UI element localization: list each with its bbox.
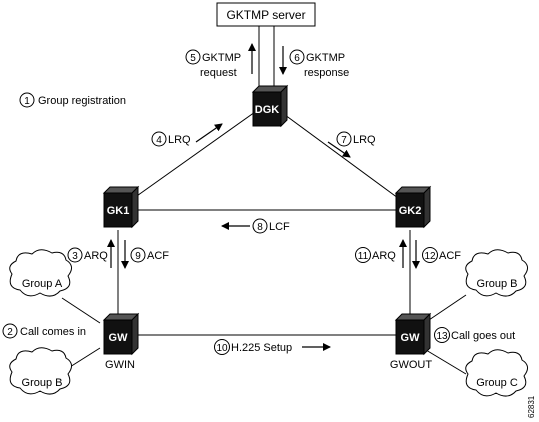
- link-dgk-gk2: [280, 111, 399, 199]
- step-label-line-1: GKTMP: [306, 52, 345, 64]
- step-number-circle: [19, 92, 35, 108]
- step-number: 2: [7, 327, 13, 338]
- step-number: 4: [156, 135, 162, 146]
- device-gwin: GW: [102, 312, 140, 356]
- step-number: 1: [24, 96, 30, 107]
- step-number: 8: [257, 222, 263, 233]
- message-arrows: [107, 43, 420, 351]
- device-gwout: GW: [394, 312, 432, 356]
- dgk-label: DGK: [255, 104, 280, 116]
- step-number-circle: [67, 247, 83, 263]
- step-4: 4 LRQ: [151, 131, 191, 147]
- step-number: 11: [358, 251, 369, 262]
- link-gwout-group-c: [425, 349, 467, 375]
- step-number: 12: [424, 251, 436, 262]
- connection-lines: [61, 26, 467, 375]
- step-label-line-2: response: [304, 67, 349, 79]
- step-number-circle: [252, 218, 268, 234]
- step-label: LRQ: [168, 134, 191, 146]
- link-gwin-group-a: [61, 297, 101, 324]
- cloud-label-group-b-left: Group B: [22, 377, 63, 389]
- step-number-circle: [2, 323, 18, 339]
- cloud-group-b-right: [465, 249, 528, 297]
- step-1: 1 Group registration: [19, 92, 126, 108]
- step-10: 10 H.225 Setup: [214, 339, 292, 355]
- figure-id: 62831: [527, 395, 536, 418]
- step-number-circle: [434, 327, 450, 343]
- step-3: 3 ARQ: [67, 247, 108, 263]
- step-label: LCF: [269, 221, 290, 233]
- cloud-label-group-b-right: Group B: [477, 278, 518, 290]
- link-dgk-gk1: [133, 111, 256, 199]
- step-number: 3: [72, 251, 78, 262]
- step-number: 10: [216, 343, 228, 354]
- step-number: 13: [436, 331, 448, 342]
- step-label: H.225 Setup: [231, 342, 292, 354]
- step-label: ACF: [147, 250, 169, 262]
- gktmp-server: GKTMP server: [216, 2, 316, 27]
- gk1-label: GK1: [107, 205, 130, 217]
- gwin-caption: GWIN: [105, 359, 135, 371]
- cloud-label-group-a: Group A: [22, 278, 63, 290]
- cloud-label-group-c: Group C: [476, 377, 518, 389]
- step-7: 7 LRQ: [336, 131, 376, 147]
- step-label: Call goes out: [451, 330, 515, 342]
- step-label: ARQ: [84, 250, 108, 262]
- link-gwout-group-b: [425, 294, 467, 323]
- arrow-lrq-gk1-to-dgk: [195, 123, 223, 143]
- cloud-group-a: [9, 249, 72, 297]
- step-number-circle: [422, 247, 438, 263]
- step-label: Group registration: [38, 95, 126, 107]
- step-number-circle: [336, 131, 352, 147]
- step-label: ARQ: [372, 250, 396, 262]
- step-number-circle: [355, 247, 371, 263]
- step-label: ACF: [439, 250, 461, 262]
- step-number: 9: [135, 251, 141, 262]
- step-11: 11 ARQ: [355, 247, 396, 263]
- gwout-label: GW: [401, 332, 421, 344]
- step-number: 6: [294, 53, 300, 64]
- cloud-labels: Group A Group B Group B Group C: [22, 278, 518, 389]
- device-gk1: GK1: [102, 185, 140, 229]
- step-label: Call comes in: [20, 326, 86, 338]
- gk2-label: GK2: [399, 205, 422, 217]
- step-number-circle: [214, 339, 230, 355]
- cloud-group-b-left: [9, 347, 72, 395]
- step-2: 2 Call comes in: [2, 323, 86, 339]
- device-dgk: DGK: [251, 84, 289, 128]
- step-6: 6 GKTMP response: [289, 49, 349, 79]
- server-label: GKTMP server: [226, 8, 305, 22]
- arrow-lrq-dgk-to-gk2: [327, 141, 351, 158]
- gwout-caption: GWOUT: [390, 359, 432, 371]
- step-5: 5 GKTMP request: [185, 49, 241, 79]
- step-12: 12 ACF: [422, 247, 461, 263]
- step-number-circle: [130, 247, 146, 263]
- clouds: [9, 249, 528, 397]
- gwin-label: GW: [109, 332, 129, 344]
- step-number-circle: [185, 49, 201, 65]
- step-number: 7: [341, 135, 347, 146]
- step-number-circle: [151, 131, 167, 147]
- step-label-line-1: GKTMP: [202, 52, 241, 64]
- step-label-line-2: request: [200, 67, 237, 79]
- step-9: 9 ACF: [130, 247, 169, 263]
- cloud-group-c: [465, 349, 528, 397]
- step-13: 13 Call goes out: [434, 327, 515, 343]
- step-number: 5: [190, 53, 196, 64]
- step-label: LRQ: [353, 134, 376, 146]
- step-8: 8 LCF: [252, 218, 290, 234]
- step-number-circle: [289, 49, 305, 65]
- device-gk2: GK2: [394, 185, 432, 229]
